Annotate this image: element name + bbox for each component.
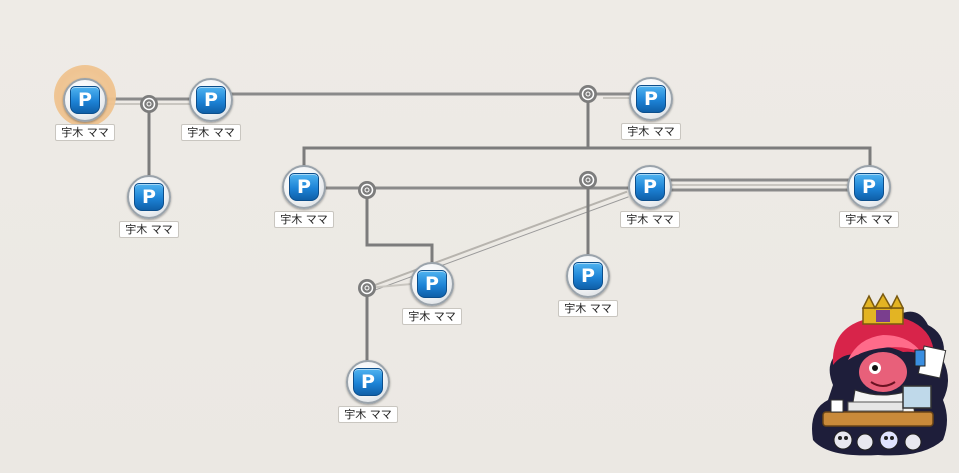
rings-icon[interactable] — [358, 181, 376, 199]
p-badge-icon: P — [127, 175, 171, 219]
person-name-label: 宇木 ママ — [119, 221, 179, 238]
rings-icon[interactable] — [579, 171, 597, 189]
person-name-label: 宇木 ママ — [338, 406, 398, 423]
rings-icon[interactable] — [579, 85, 597, 103]
p-badge-icon: P — [282, 165, 326, 209]
person-node-n2[interactable]: P 宇木 ママ — [176, 78, 246, 153]
descent-line-n2-n4-to-children — [302, 92, 590, 172]
person-name-label: 宇木 ママ — [839, 211, 899, 228]
person-name-label: 宇木 ママ — [55, 124, 115, 141]
partner-line-n6-n7 — [670, 178, 850, 192]
person-name-label: 宇木 ママ — [402, 308, 462, 325]
partner-line-n2-n4 — [230, 92, 632, 99]
p-badge-icon: P — [847, 165, 891, 209]
p-badge-icon: P — [629, 77, 673, 121]
rings-icon[interactable] — [140, 95, 158, 113]
person-node-n8[interactable]: P 宇木 ママ — [397, 262, 467, 337]
person-name-label: 宇木 ママ — [621, 123, 681, 140]
person-node-n10[interactable]: P 宇木 ママ — [333, 360, 403, 435]
person-node-n3[interactable]: P 宇木 ママ — [114, 175, 184, 250]
person-name-label: 宇木 ママ — [558, 300, 618, 317]
mascot-character-illustration — [812, 292, 948, 456]
descent-line-n5-n6-to-n8 — [365, 188, 434, 267]
person-name-label: 宇木 ママ — [274, 211, 334, 228]
rings-icon[interactable] — [358, 279, 376, 297]
descent-line-to-n7 — [586, 146, 872, 172]
p-badge-icon: P — [189, 78, 233, 122]
person-node-n6[interactable]: P 宇木 ママ — [615, 165, 685, 240]
p-badge-icon: P — [346, 360, 390, 404]
p-badge-icon: P — [566, 254, 610, 298]
person-node-n9[interactable]: P 宇木 ママ — [553, 254, 623, 329]
person-node-n7[interactable]: P 宇木 ママ — [834, 165, 904, 240]
person-node-n4[interactable]: P 宇木 ママ — [616, 77, 686, 152]
person-name-label: 宇木 ママ — [620, 211, 680, 228]
person-node-n1[interactable]: P 宇木 ママ — [50, 65, 120, 153]
person-name-label: 宇木 ママ — [181, 124, 241, 141]
p-badge-icon: P — [628, 165, 672, 209]
person-node-n5[interactable]: P 宇木 ママ — [269, 165, 339, 240]
p-badge-icon: P — [410, 262, 454, 306]
p-badge-icon: P — [63, 78, 107, 122]
